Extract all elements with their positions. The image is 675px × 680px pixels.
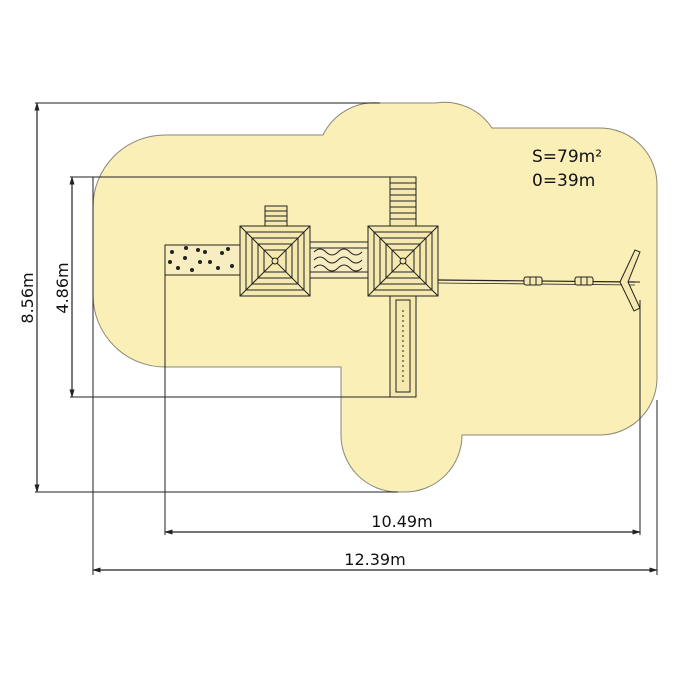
dimension-equipment-width-label: 10.49m [371,512,432,531]
rope-bridge [309,241,369,279]
area-surface-label: S=79m² [532,147,602,167]
dimension-equipment-height-label: 4.86m [53,262,72,313]
dimension-total-height-label: 8.56m [18,272,37,323]
dimension-lines [34,102,658,573]
equipment-outline [35,102,658,575]
zip-line-end-post [619,249,641,312]
dimension-total-width-label: 12.39m [344,550,405,569]
slide [389,295,417,398]
tower-ladder-tall [389,176,417,227]
zip-line [437,276,636,286]
roofed-tower-right [367,225,439,297]
roofed-tower-left [239,225,311,297]
tower-ladder-small [264,205,288,227]
area-other-label: 0=39m [532,171,595,191]
climbing-wall [164,244,241,276]
safety-zone [92,101,658,493]
equipment [164,176,641,398]
